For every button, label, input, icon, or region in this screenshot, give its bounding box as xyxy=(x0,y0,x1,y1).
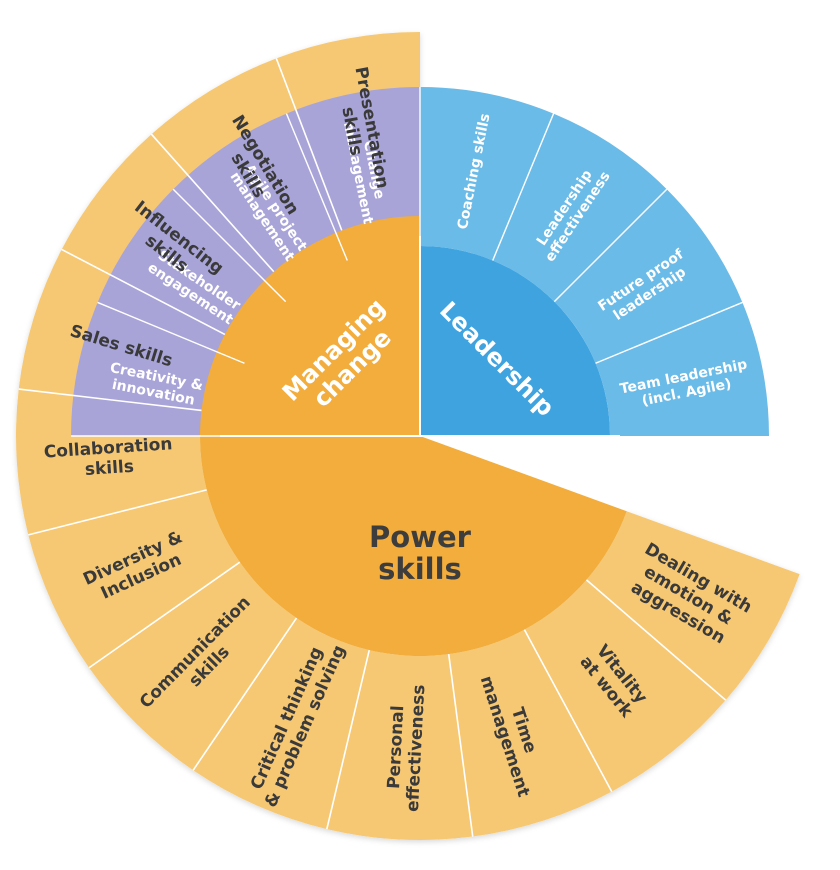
divider-line xyxy=(88,561,241,669)
divider-line xyxy=(595,301,743,364)
label-personal-effectiveness-line: Personal xyxy=(384,705,408,789)
divider-line xyxy=(285,113,348,261)
divider-line xyxy=(326,649,371,830)
hub-leadership[interactable] xyxy=(420,246,610,436)
divider-line xyxy=(28,489,207,536)
divider-line xyxy=(553,188,668,303)
divider-line xyxy=(447,654,474,837)
segment-leadership-effectiveness[interactable] xyxy=(492,113,667,302)
segment-team-leadership-incl-agile[interactable] xyxy=(595,302,769,436)
divider-line xyxy=(18,388,202,412)
divider-line xyxy=(97,301,245,364)
hub-label-power-skills-line: Power xyxy=(369,520,472,554)
divider-line xyxy=(523,629,613,792)
divider-line xyxy=(150,133,275,273)
divider-line xyxy=(61,248,226,336)
segment-coaching-skills[interactable] xyxy=(420,87,554,261)
divider-line xyxy=(192,617,298,771)
divider-line xyxy=(492,113,555,261)
divider-line xyxy=(585,579,727,701)
segment-future-proof-leadership[interactable] xyxy=(554,189,743,364)
segment-creativity-innovation[interactable] xyxy=(71,302,245,436)
hub-label-power-skills-line: skills xyxy=(378,552,462,586)
divider-line xyxy=(275,58,343,231)
divider-line xyxy=(172,188,287,303)
label-collaboration-skills-line: skills xyxy=(84,457,134,480)
segment-change-management[interactable] xyxy=(286,87,420,261)
